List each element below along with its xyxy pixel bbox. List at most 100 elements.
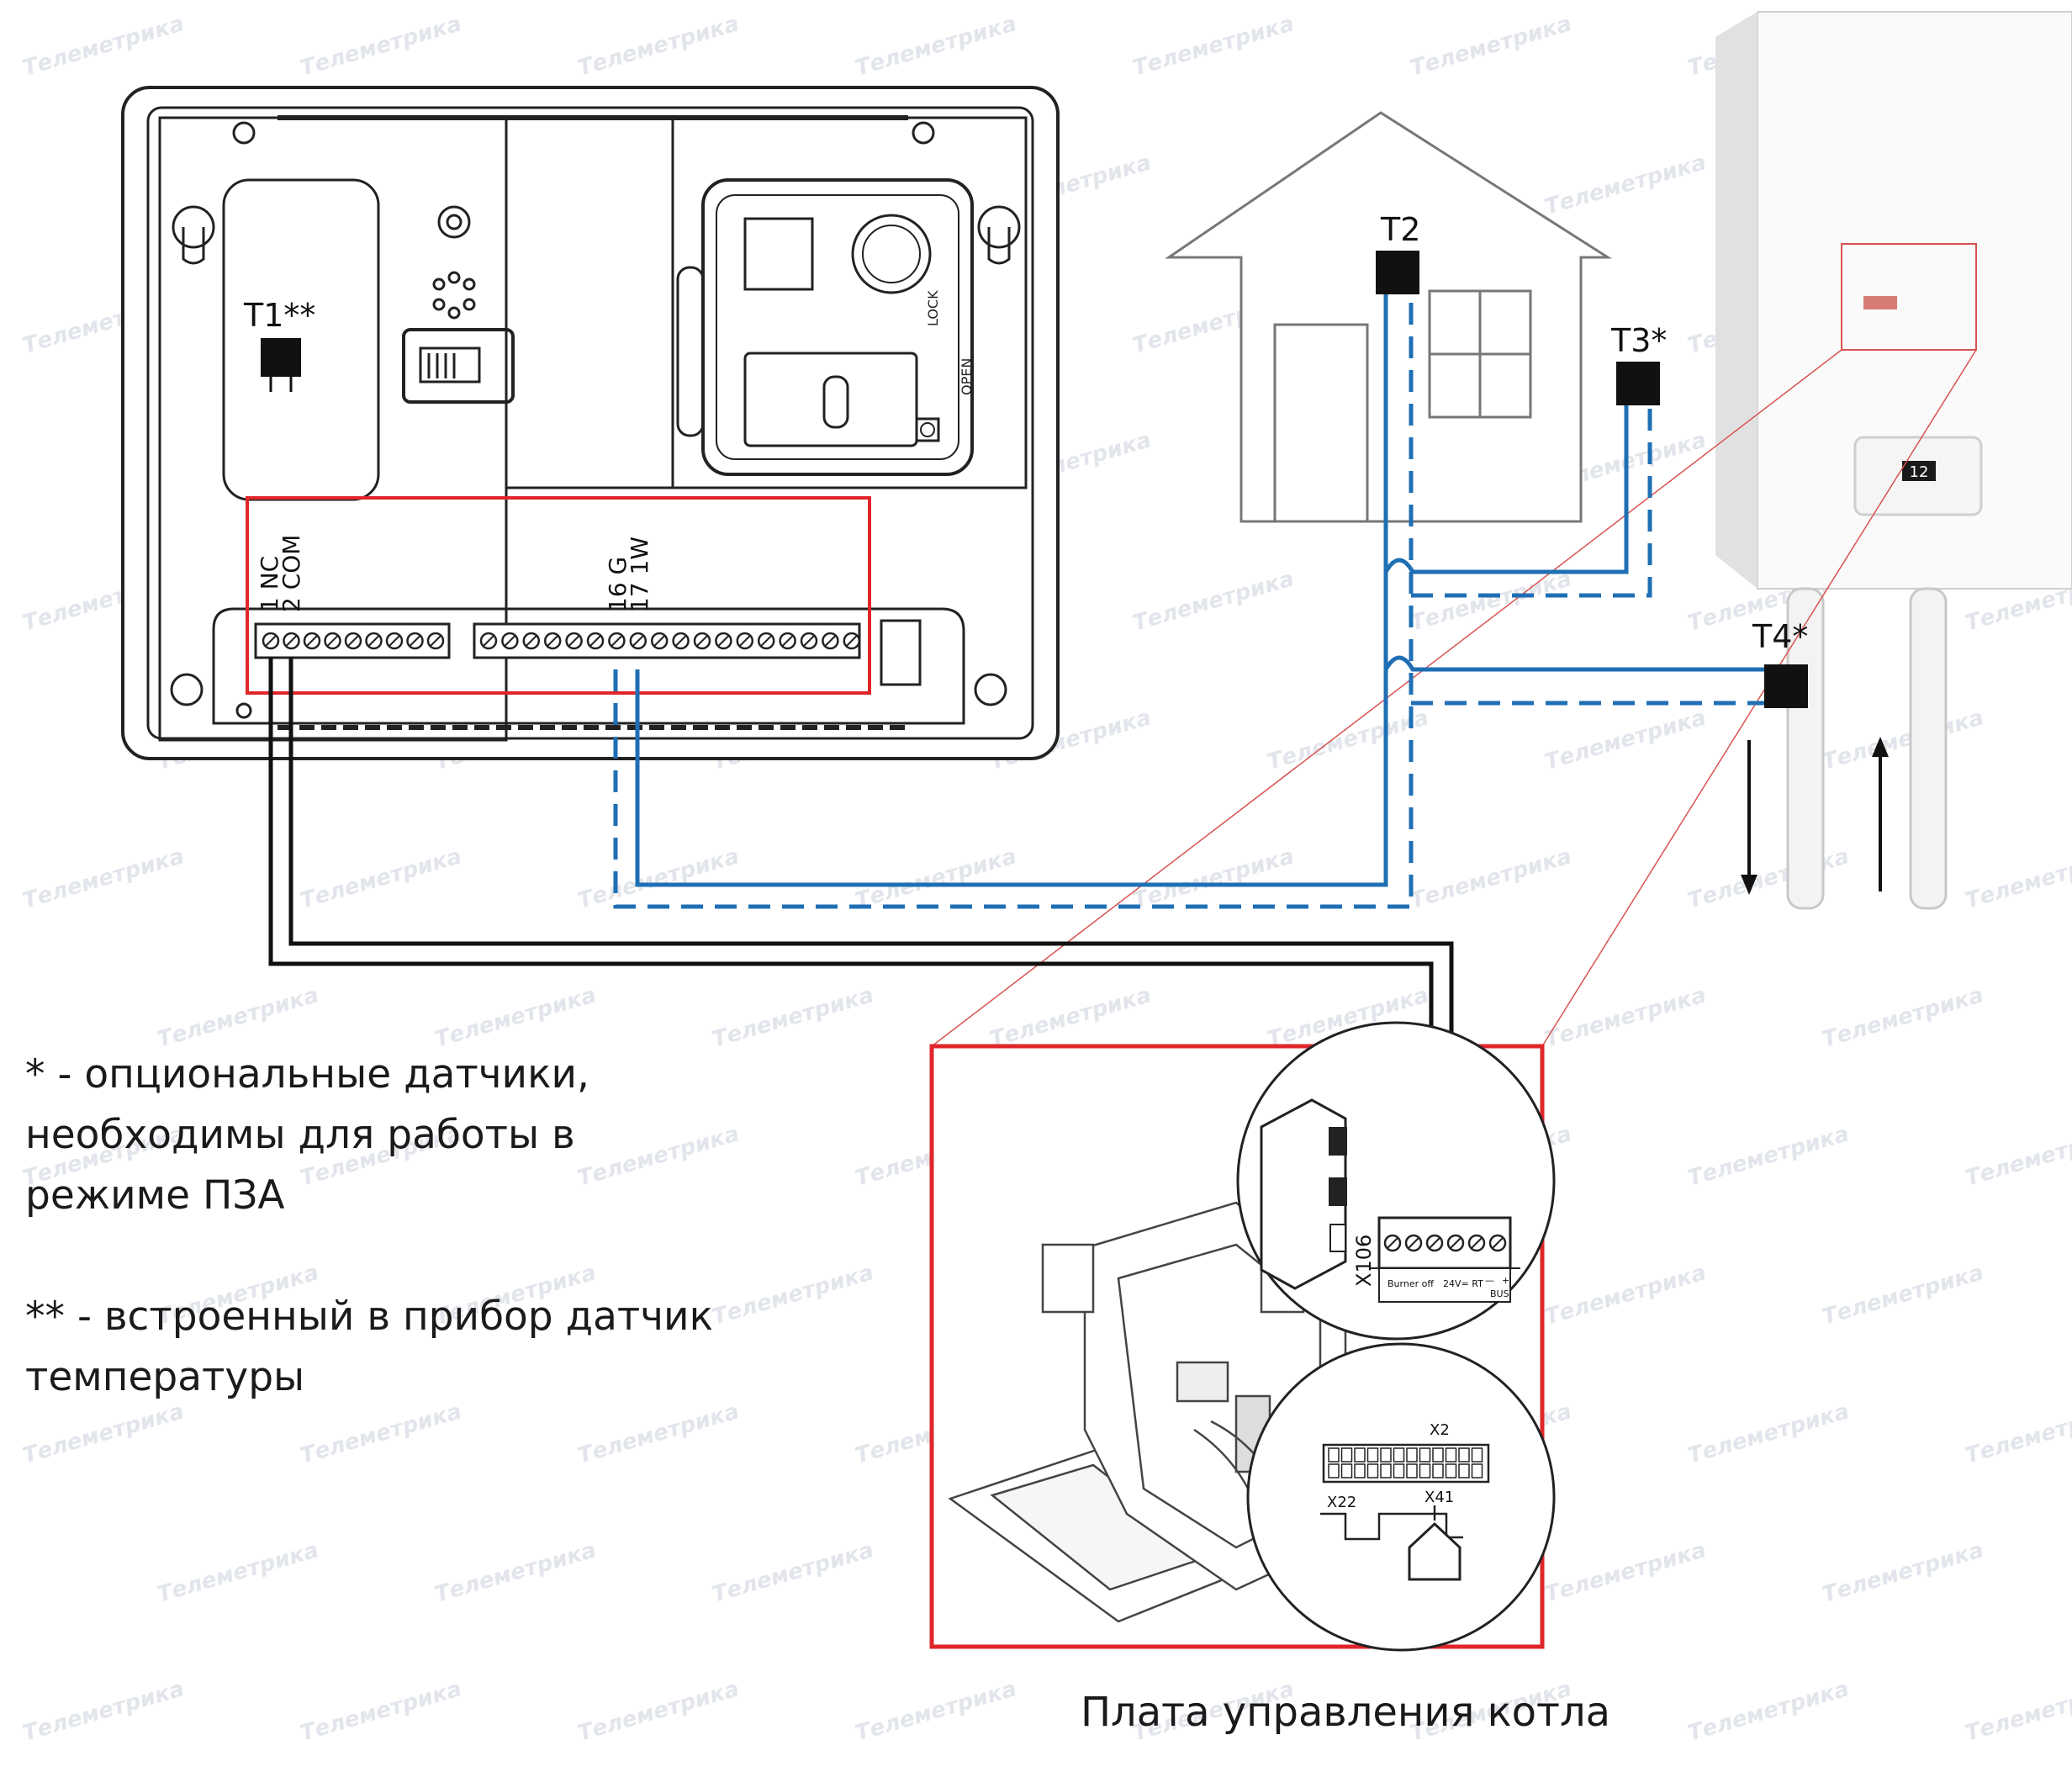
- x2-pin: [1419, 1447, 1431, 1463]
- x2-pin: [1380, 1447, 1392, 1463]
- x2-pin: [1328, 1447, 1340, 1463]
- watermark-text: Телеметрика: [298, 1676, 465, 1746]
- watermark-text: Телеметрика: [1820, 1537, 1987, 1607]
- x106-screw: [1467, 1234, 1486, 1252]
- note-builtin-line1: ** - встроенный в прибор датчик: [25, 1293, 713, 1340]
- terminal-screw: [406, 632, 424, 650]
- watermark-text: Телеметрика: [298, 1399, 465, 1468]
- x2-pin: [1393, 1447, 1405, 1463]
- terminal-screw: [843, 632, 861, 650]
- terminal-screw: [479, 632, 498, 650]
- watermark-text: Телеметрика: [1130, 844, 1298, 913]
- watermark-text: Телеметрика: [575, 844, 743, 913]
- x2-pin: [1445, 1463, 1457, 1478]
- watermark-text: Телеметрика: [1820, 1260, 1987, 1330]
- x106-screw: [1446, 1234, 1465, 1252]
- terminal-screw: [324, 632, 341, 650]
- watermark-text: Телеметрика: [1408, 11, 1575, 81]
- watermark-text: Телеметрика: [1542, 1260, 1710, 1330]
- watermark-text: Телеметрика: [432, 982, 600, 1052]
- sim-lock-label: LOCK: [925, 290, 941, 326]
- terminal-screw: [426, 632, 445, 650]
- sensor-t2-label: T2: [1380, 211, 1420, 248]
- wire-ground: [613, 291, 1414, 909]
- terminal-screw: [629, 632, 648, 650]
- x2-pin: [1366, 1463, 1379, 1478]
- x2-pin: [1445, 1447, 1457, 1463]
- terminal-screw: [365, 632, 383, 650]
- watermark-text: Телеметрика: [1542, 1537, 1710, 1607]
- terminal-screw: [501, 632, 519, 650]
- watermark-text: Телеметрика: [575, 1399, 743, 1468]
- wire-1w-bus: [635, 291, 1388, 887]
- x2-pin: [1406, 1447, 1418, 1463]
- watermark-text: Телеметрика: [1820, 982, 1987, 1052]
- terminal-screw: [565, 632, 583, 650]
- x106-zoom-circle: [1236, 1021, 1556, 1341]
- watermark-text: Телеметрика: [298, 11, 465, 81]
- terminal-screw: [262, 632, 280, 650]
- x22-label: X22: [1327, 1494, 1356, 1511]
- watermark-text: Телеметрика: [155, 1537, 322, 1607]
- terminal-screw: [736, 632, 754, 650]
- watermark-text: Телеметрика: [1408, 844, 1575, 913]
- x106-screw: [1425, 1234, 1444, 1252]
- terminal-screw: [385, 632, 404, 650]
- boiler: 12: [1715, 11, 2072, 910]
- watermark-text: Телеметрика: [710, 982, 877, 1052]
- watermark-text: Телеметрика: [432, 1537, 600, 1607]
- terminal-w-label: 17 1W: [626, 537, 653, 612]
- notes-builtin: ** - встроенный в прибор датчик температ…: [25, 1287, 713, 1408]
- watermark-text: Телеметрика: [20, 1399, 188, 1468]
- x2-pin: [1354, 1463, 1366, 1478]
- watermark-text: Телеметрика: [710, 1537, 877, 1607]
- boiler-board-caption: Плата управления котла: [1080, 1689, 1611, 1736]
- watermark-text: Телеметрика: [1685, 1399, 1853, 1468]
- x106-burner-label: Burner off: [1388, 1278, 1434, 1289]
- controller-device: [121, 86, 1060, 760]
- x2-pin: [1340, 1463, 1353, 1478]
- x2-connector-pins: [1328, 1447, 1483, 1478]
- sensor-t3: [1616, 362, 1660, 405]
- watermark-text: Телеметрика: [710, 1260, 877, 1330]
- x2-pin: [1340, 1447, 1353, 1463]
- note-optional-line1: * - опциональные датчики,: [25, 1051, 589, 1098]
- watermark-text: Телеметрика: [1542, 705, 1710, 775]
- boiler-display: 12: [1910, 463, 1929, 481]
- sensor-t2: [1376, 251, 1419, 294]
- watermark-text: Телеметрика: [298, 844, 465, 913]
- note-optional-line2: необходимы для работы в: [25, 1112, 575, 1158]
- terminal-nc-label: 1 NC: [256, 556, 283, 612]
- x106-terminal-screws: [1383, 1234, 1507, 1252]
- terminal-screw: [693, 632, 711, 650]
- watermark-text: Телеметрика: [1685, 844, 1853, 913]
- watermark-text: Телеметрика: [20, 1676, 188, 1746]
- x2-pin: [1406, 1463, 1418, 1478]
- watermark-text: Телеметрика: [1542, 150, 1710, 220]
- watermark-text: Телеметрика: [1820, 705, 1987, 775]
- x106-bus-label: BUS: [1490, 1288, 1509, 1299]
- x2-pin: [1354, 1447, 1366, 1463]
- terminal-screw: [822, 632, 839, 650]
- terminal-block: [254, 622, 861, 659]
- sim-open-label: OPEN: [959, 358, 975, 395]
- watermark-text: Телеметрика: [853, 844, 1020, 913]
- watermark-text: Телеметрика: [1963, 1676, 2072, 1746]
- terminal-screw: [757, 632, 775, 650]
- watermark-text: Телеметрика: [1685, 1121, 1853, 1191]
- watermark-text: Телеметрика: [1265, 705, 1432, 775]
- terminal-screw: [608, 632, 626, 650]
- watermark-text: Телеметрика: [20, 11, 188, 81]
- watermark-text: Телеметрика: [575, 1676, 743, 1746]
- watermark-text: Телеметрика: [1963, 1399, 2072, 1468]
- watermark-text: Телеметрика: [1542, 982, 1710, 1052]
- x106-label: X106: [1352, 1235, 1376, 1287]
- watermark-text: Телеметрика: [853, 11, 1020, 81]
- terminal-screw: [650, 632, 669, 650]
- sensor-t1-label: T1**: [243, 297, 315, 334]
- x106-screw: [1404, 1234, 1423, 1252]
- terminal-screw: [303, 632, 321, 650]
- terminal-screw: [715, 632, 732, 650]
- house-outline: [1165, 111, 1613, 523]
